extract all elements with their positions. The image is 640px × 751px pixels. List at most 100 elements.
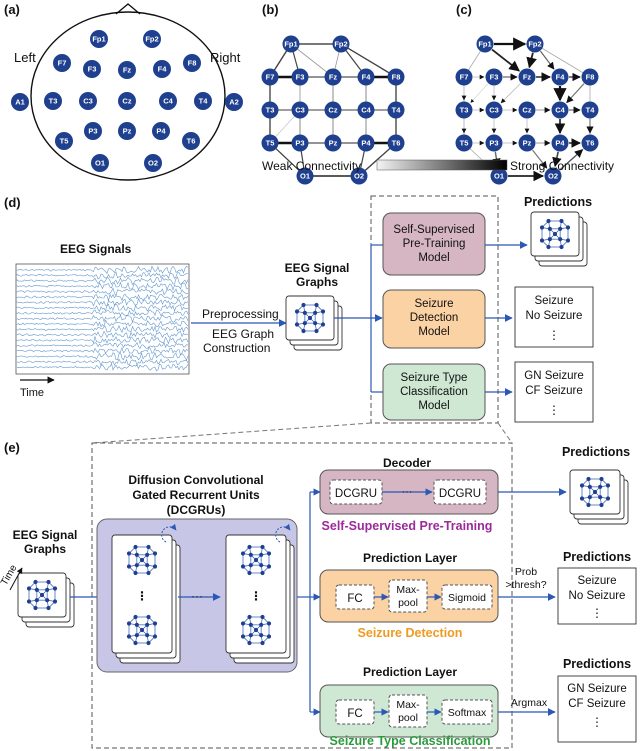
dcgru-cell-2: ⋮ [225,523,295,664]
svg-text:P3: P3 [489,139,498,148]
electrode-o1: O1 [91,154,109,172]
decoder-dcgru-1 [329,479,383,505]
node-o1: O1 [490,167,508,185]
classification-model-line2: Classification [400,386,468,398]
node-t3: T3 [261,101,279,119]
electrode-t6: T6 [182,132,200,150]
node-p3: P3 [485,134,503,152]
detection-output-box-e: Seizure No Seizure ⋮ [557,567,637,625]
panel-d: (d) EEG Signals Time Preprocessing EEG G… [4,195,594,424]
svg-text:F7: F7 [460,73,469,82]
electrode-c3: C3 [79,92,97,110]
svg-text:F8: F8 [188,59,197,68]
prediction-graph-stack-e [569,469,629,525]
electrode-t3: T3 [44,92,62,110]
node-f7: F7 [261,68,279,86]
prediction-graph-stack-d [530,211,588,267]
svg-text:T3: T3 [266,106,275,115]
node-f3: F3 [485,68,503,86]
dcgru-cell-1-dots: ⋮ [136,589,148,603]
svg-text:Fz: Fz [123,66,132,75]
dcgru-title-line3: (DCGRUs) [167,503,226,517]
svg-text:O1: O1 [95,159,105,168]
predictions-title-d: Predictions [524,195,592,209]
panel-d-label: (d) [4,195,21,210]
detection-fc-label: FC [347,593,362,605]
electrode-fz: Fz [118,61,136,79]
node-f4: F4 [551,68,569,86]
detection-sigmoid-label: Sigmoid [448,592,486,604]
node-f4: F4 [357,68,375,86]
svg-text:Fp1: Fp1 [284,40,297,49]
model-architecture-dashed-box [91,442,513,749]
svg-text:T5: T5 [266,139,275,148]
svg-text:T3: T3 [460,106,469,115]
detection-output-no-seizure: No Seizure [526,310,583,322]
classification-fc-label: FC [347,708,362,720]
zoom-connector-left [91,422,372,444]
svg-text:C4: C4 [555,106,565,115]
svg-text:Fp1: Fp1 [478,40,491,49]
electrode-fp2: Fp2 [143,30,161,48]
dcgru-cell-2-dots: ⋮ [250,589,262,603]
left-label: Left [14,50,36,65]
detection-output-seizure: Seizure [535,295,574,307]
mini-graph-e [26,579,58,611]
pretraining-model-line1: Self-Supervised [393,224,474,236]
node-c3: C3 [291,101,309,119]
svg-text:F4: F4 [362,73,372,82]
panel-a-label: (a) [4,2,20,17]
svg-text:O2: O2 [148,159,158,168]
panel-b-label: (b) [262,2,279,17]
graphs-title-line1: EEG Signal [285,261,350,275]
node-o2: O2 [544,167,562,185]
preprocessing-label: Preprocessing [202,307,279,321]
eeg-graph-stack-d [285,295,343,351]
prob-label-line1: Prob [515,566,537,578]
connectivity-gradient-bar [376,159,508,171]
node-cz: Cz [324,101,342,119]
detection-e-output-no-seizure: No Seizure [569,590,626,602]
detection-model-line1: Seizure [415,298,454,310]
node-c4: C4 [551,101,569,119]
electrode-f8: F8 [183,54,201,72]
svg-text:Fz: Fz [523,73,532,82]
classification-e-output-cf: CF Seizure [568,698,626,710]
classification-e-output-more: ⋮ [591,715,603,729]
graphs-title-e-line2: Graphs [24,542,66,556]
svg-text:T5: T5 [60,137,69,146]
node-fz: Fz [324,68,342,86]
node-t4: T4 [581,101,599,119]
electrode-f3: F3 [83,60,101,78]
classification-model-line3: Model [418,400,449,412]
node-o2: O2 [350,167,368,185]
seizure-detection-caption: Seizure Detection [358,626,463,640]
detection-maxpool-line1: Max- [396,584,420,596]
electrode-pz: Pz [118,122,136,140]
panel-c-label: (c) [456,2,472,17]
eeg-graph-stack-e [17,572,75,628]
predictions-title-e1: Predictions [562,445,630,459]
classification-output-more: ⋮ [548,403,560,417]
decoder-dcgru-2-label: DCGRU [439,488,481,500]
classification-maxpool-line1: Max- [396,699,420,711]
svg-text:O1: O1 [300,172,310,181]
detection-model-line2: Detection [410,312,459,324]
node-t5: T5 [261,134,279,152]
classification-output-box-d: GN Seizure CF Seizure ⋮ [514,361,594,423]
electrode-c4: C4 [159,92,177,110]
svg-text:Fz: Fz [329,73,338,82]
node-t6: T6 [581,134,599,152]
node-o1: O1 [296,167,314,185]
detection-output-more: ⋮ [548,328,560,342]
eeg-signals-title: EEG Signals [60,242,132,256]
electrode-t5: T5 [55,132,73,150]
decoder-dcgru-1-label: DCGRU [335,488,377,500]
svg-text:P4: P4 [361,139,371,148]
svg-text:C3: C3 [489,106,499,115]
detection-model-line3: Model [418,326,449,338]
